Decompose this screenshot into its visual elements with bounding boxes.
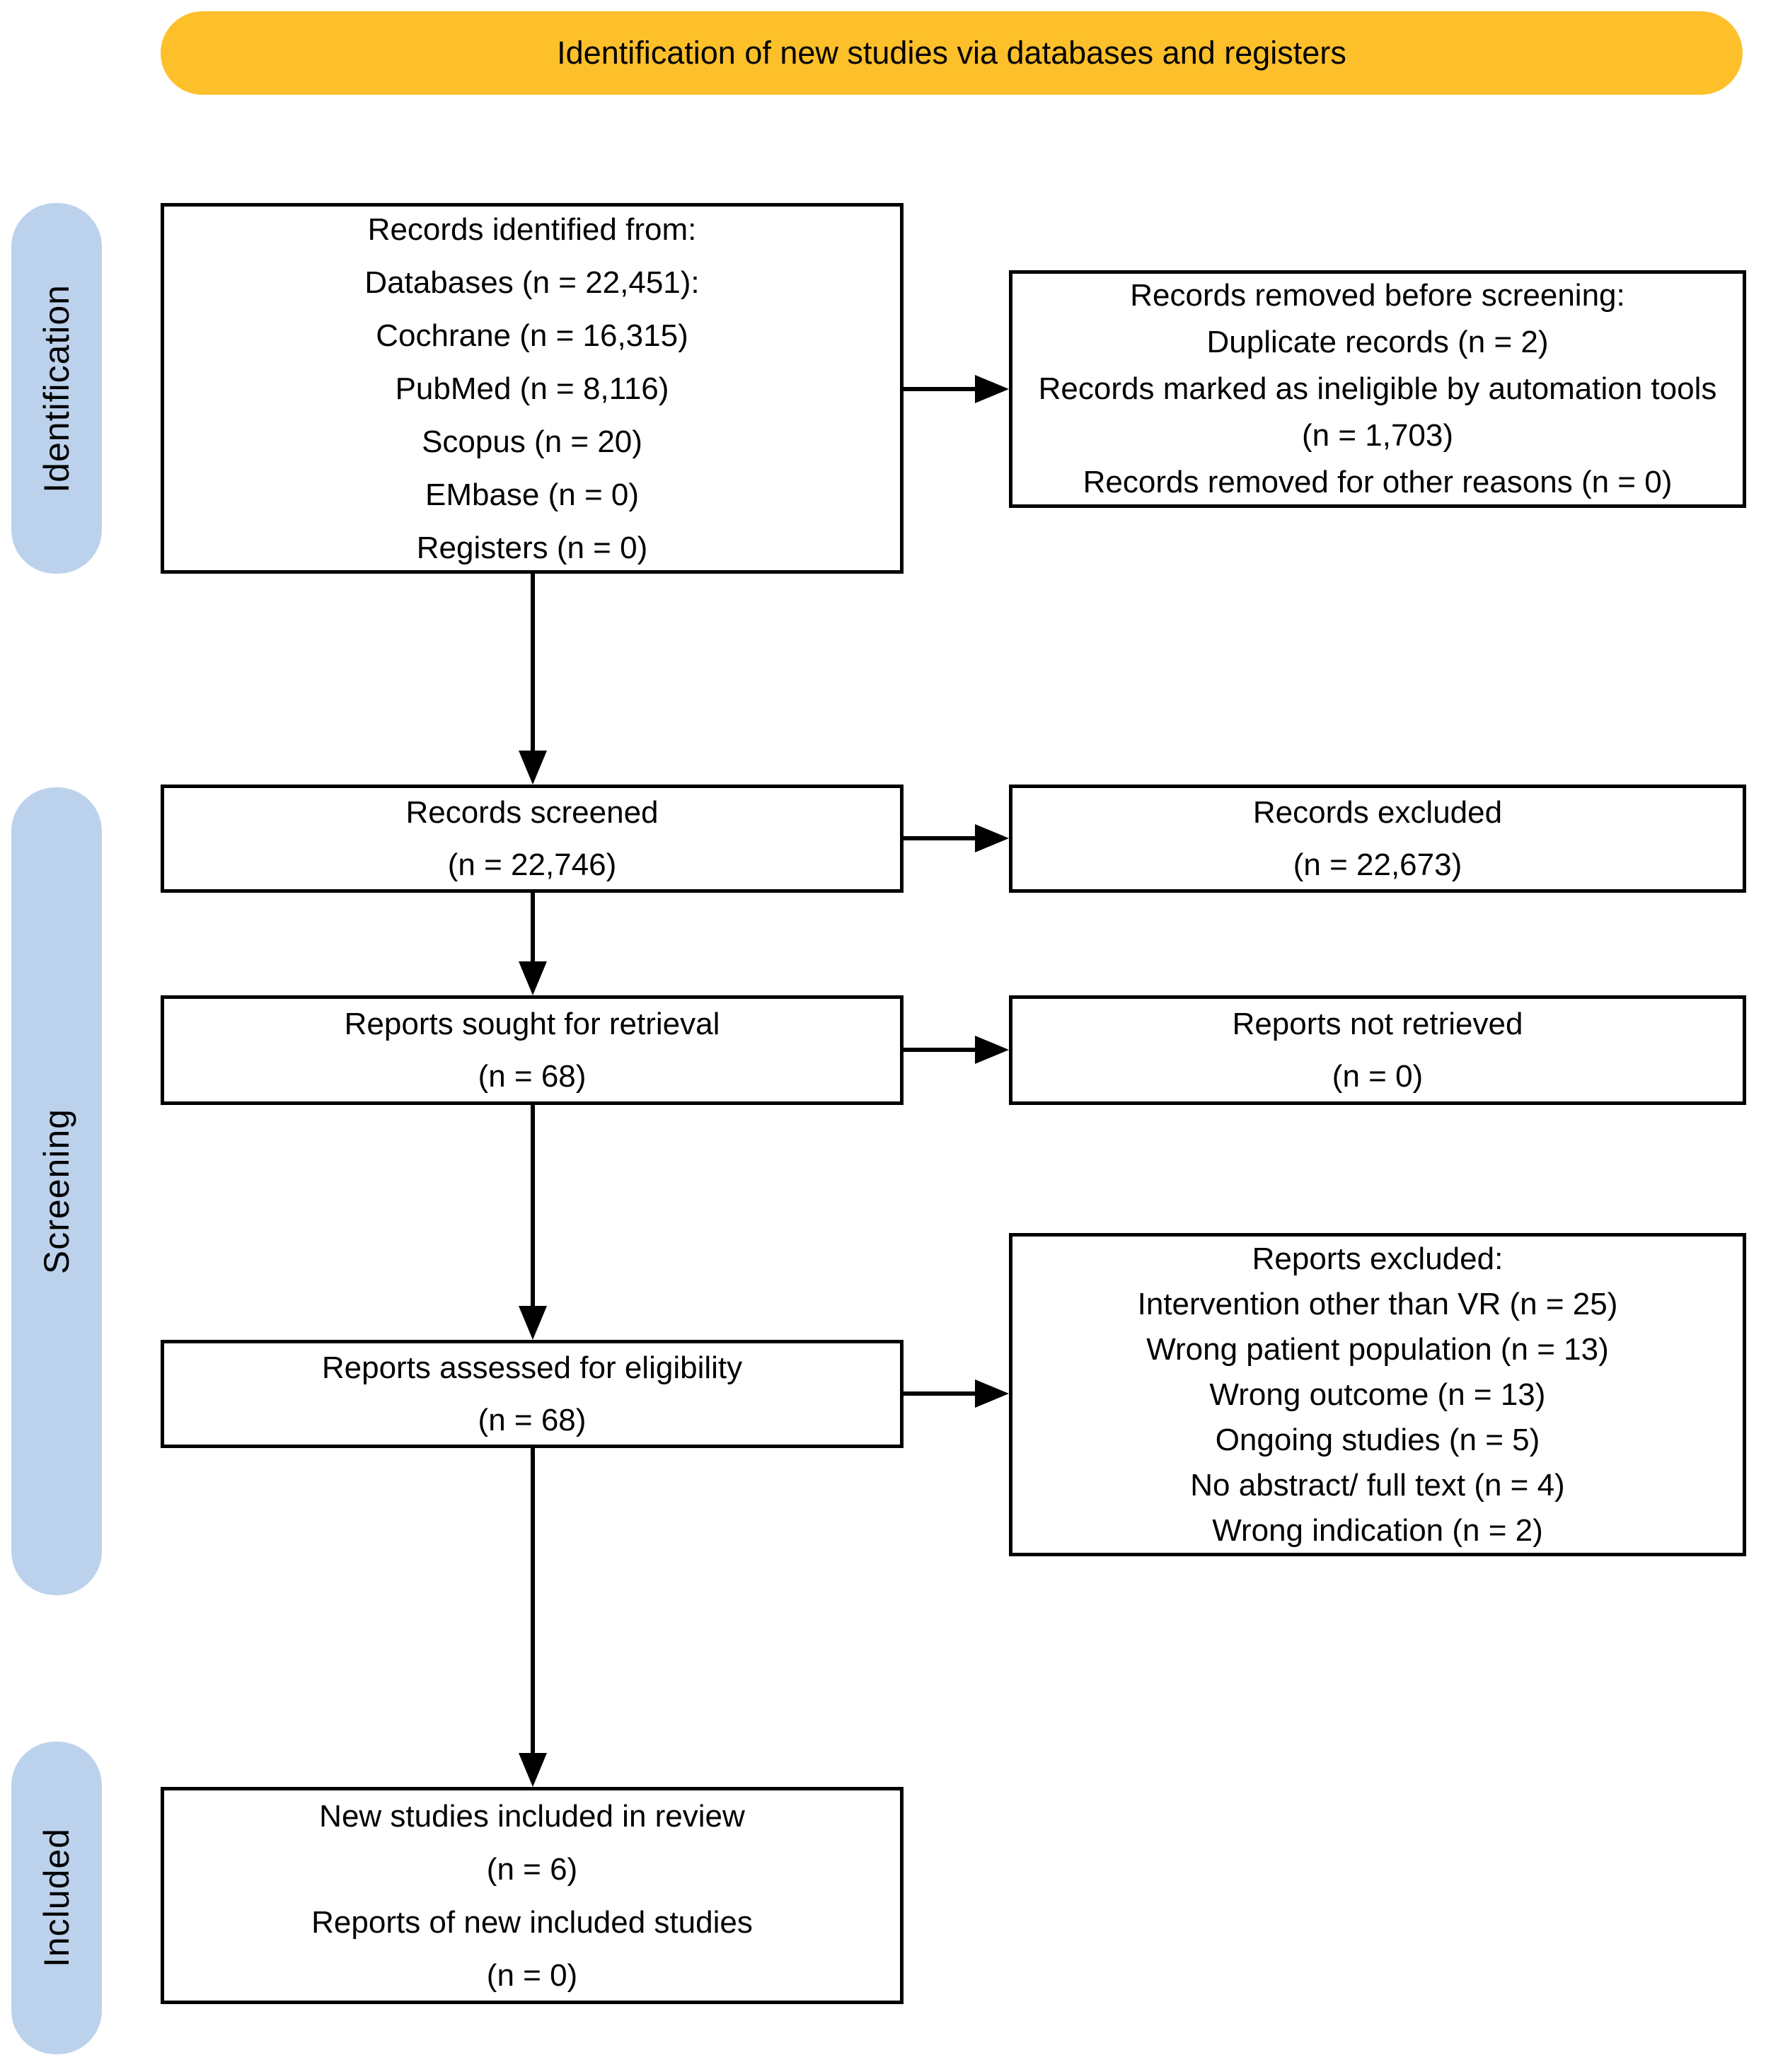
new-studies-text: New studies included in review (n = 6) R… [311, 1798, 753, 1993]
records-identified-text: Records identified from: Databases (n = … [364, 212, 700, 565]
box-reports-assessed: Reports assessed for eligibility (n = 68… [161, 1340, 904, 1448]
banner-label: Identification of new studies via databa… [557, 35, 1346, 71]
stage-included: Included [11, 1742, 102, 2054]
box-reports-sought: Reports sought for retrieval (n = 68) [161, 995, 904, 1105]
stage-screening: Screening [11, 787, 102, 1595]
records-screened-text: Records screened (n = 22,746) [405, 794, 659, 882]
reports-assessed-text: Reports assessed for eligibility (n = 68… [321, 1350, 743, 1437]
records-excluded-text: Records excluded (n = 22,673) [1252, 794, 1503, 882]
arrow-identified-to-screened-line [531, 574, 535, 752]
arrow-screened-to-sought-head-icon [519, 961, 547, 995]
box-records-identified: Records identified from: Databases (n = … [161, 203, 904, 574]
reports-excluded-text: Reports excluded: Intervention other tha… [1137, 1241, 1618, 1548]
arrow-sought-to-assessed-head-icon [519, 1306, 547, 1340]
box-reports-excluded: Reports excluded: Intervention other tha… [1009, 1233, 1746, 1556]
stage-included-label: Included [37, 1828, 76, 1968]
arrow-identified-to-removed-head-icon [975, 375, 1009, 403]
box-records-screened: Records screened (n = 22,746) [161, 785, 904, 893]
arrow-assessed-to-reports-excluded-line [904, 1391, 975, 1396]
box-reports-not-retrieved: Reports not retrieved (n = 0) [1009, 995, 1746, 1105]
arrow-assessed-to-included-line [531, 1448, 535, 1754]
box-records-removed: Records removed before screening: Duplic… [1009, 270, 1746, 508]
box-records-excluded: Records excluded (n = 22,673) [1009, 785, 1746, 893]
arrow-identified-to-removed-line [904, 387, 975, 391]
reports-not-retrieved-text: Reports not retrieved (n = 0) [1232, 1006, 1523, 1094]
box-new-studies: New studies included in review (n = 6) R… [161, 1787, 904, 2004]
arrow-sought-to-not-retrieved-line [904, 1048, 975, 1052]
arrow-screened-to-excluded-line [904, 836, 975, 840]
stage-identification-label: Identification [37, 284, 76, 493]
stage-identification: Identification [11, 203, 102, 574]
arrow-screened-to-excluded-head-icon [975, 824, 1009, 852]
arrow-screened-to-sought-line [531, 893, 535, 963]
arrow-sought-to-assessed-line [531, 1105, 535, 1307]
arrow-identified-to-screened-head-icon [519, 751, 547, 785]
arrow-sought-to-not-retrieved-head-icon [975, 1036, 1009, 1064]
records-removed-text: Records removed before screening: Duplic… [1038, 278, 1717, 499]
stage-screening-label: Screening [37, 1108, 76, 1275]
banner: Identification of new studies via databa… [161, 11, 1743, 95]
arrow-assessed-to-included-head-icon [519, 1753, 547, 1787]
reports-sought-text: Reports sought for retrieval (n = 68) [344, 1006, 720, 1094]
arrow-assessed-to-reports-excluded-head-icon [975, 1379, 1009, 1408]
